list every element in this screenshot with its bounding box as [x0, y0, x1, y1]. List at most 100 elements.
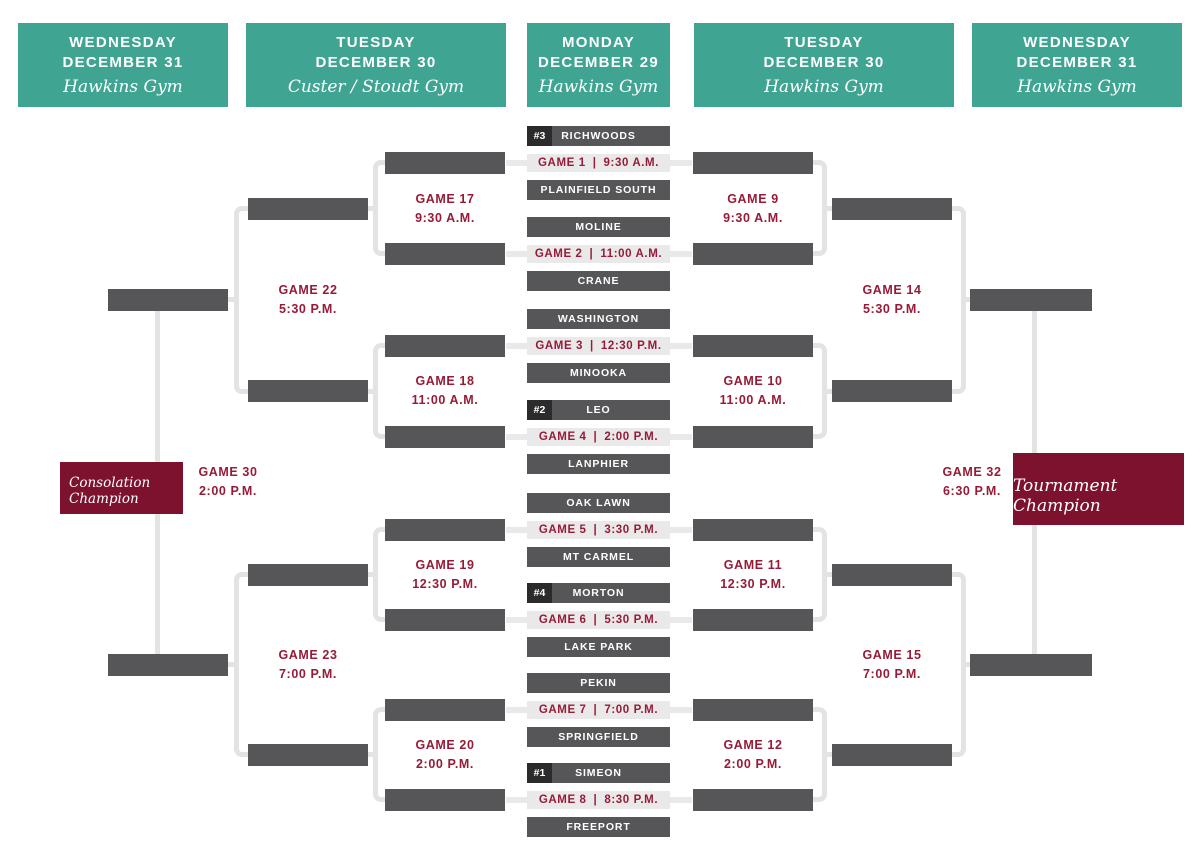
connector-stub: [670, 251, 692, 257]
game-time: 2:00 P.M.: [199, 484, 257, 498]
game-time: 9:30 A.M.: [415, 211, 475, 225]
separator: |: [589, 248, 594, 260]
team-bar: PLAINFIELD SOUTH: [527, 180, 670, 200]
header-card: TUESDAY DECEMBER 30 Hawkins Gym: [694, 23, 954, 107]
round-label: GAME 17 9:30 A.M.: [385, 190, 505, 228]
connector-stub: [364, 389, 374, 394]
game-number: GAME 22: [278, 283, 338, 297]
connector-stub: [506, 343, 527, 349]
winner-slot: [832, 744, 952, 766]
round-label: GAME 23 7:00 P.M.: [248, 646, 368, 684]
game-time: 2:00 P.M.: [604, 431, 659, 443]
round-label: GAME 19 12:30 P.M.: [385, 556, 505, 594]
round-label: GAME 14 5:30 P.M.: [832, 281, 952, 319]
bracket-connector: [373, 707, 387, 802]
header-date: DECEMBER 31: [62, 53, 184, 71]
team-name: OAK LAWN: [566, 497, 631, 509]
game-number: GAME 30: [198, 465, 258, 479]
game-time: 8:30 P.M.: [604, 794, 659, 806]
team-bar: WASHINGTON: [527, 309, 670, 329]
winner-slot: [248, 744, 368, 766]
game-number: GAME 6: [538, 614, 587, 626]
bracket-connector: [373, 527, 387, 622]
game-number: GAME 23: [278, 648, 338, 662]
connector-stub: [670, 617, 692, 623]
round-label: GAME 11 12:30 P.M.: [693, 556, 813, 594]
winner-slot: [693, 789, 813, 811]
team-name: RICHWOODS: [561, 130, 636, 142]
game-strip: GAME 2 | 11:00 A.M.: [527, 245, 670, 263]
bracket-connector: [373, 343, 387, 439]
winner-slot: [385, 335, 505, 357]
header-gym: Hawkins Gym: [1017, 76, 1137, 97]
game-time: 6:30 P.M.: [943, 484, 1001, 498]
connector-stub: [506, 160, 527, 166]
game-number: GAME 14: [862, 283, 922, 297]
game-number: GAME 7: [538, 704, 587, 716]
team-name: LAKE PARK: [564, 641, 633, 653]
team-bar: MT CARMEL: [527, 547, 670, 567]
header-day: TUESDAY: [336, 33, 416, 51]
winner-slot: [385, 699, 505, 721]
round-label: GAME 12 2:00 P.M.: [693, 736, 813, 774]
team-bar: CRANE: [527, 271, 670, 291]
connector-stub: [670, 160, 692, 166]
team-name: FREEPORT: [566, 821, 631, 833]
connector-stub: [506, 527, 527, 533]
game-time: 11:00 A.M.: [719, 393, 787, 407]
game-time: 9:30 A.M.: [723, 211, 783, 225]
winner-slot: [108, 289, 228, 311]
connector-stub: [364, 752, 374, 757]
game-time: 11:00 A.M.: [411, 393, 479, 407]
header-day: MONDAY: [561, 33, 636, 51]
winner-slot: [385, 152, 505, 174]
team-bar: SPRINGFIELD: [527, 727, 670, 747]
round-label: GAME 22 5:30 P.M.: [248, 281, 368, 319]
game-time: 7:00 P.M.: [863, 667, 921, 681]
game-time: 11:00 A.M.: [600, 248, 663, 260]
separator: |: [593, 704, 598, 716]
winner-slot: [832, 198, 952, 220]
game-number: GAME 10: [723, 374, 783, 388]
separator: |: [593, 431, 598, 443]
game-time: 5:30 P.M.: [604, 614, 659, 626]
game-strip: GAME 6 | 5:30 P.M.: [527, 611, 670, 629]
team-name: MORTON: [572, 587, 625, 599]
connector-stub: [822, 752, 832, 757]
champion-label: Tournament Champion: [1013, 476, 1118, 516]
header-card: TUESDAY DECEMBER 30 Custer / Stoudt Gym: [246, 23, 506, 107]
team-name: SPRINGFIELD: [558, 731, 639, 743]
game-time: 5:30 P.M.: [279, 302, 337, 316]
round-label: GAME 20 2:00 P.M.: [385, 736, 505, 774]
game-time: 12:30 P.M.: [600, 340, 662, 352]
team-bar: #2 LEO: [527, 400, 670, 420]
winner-slot: [832, 380, 952, 402]
connector-stub: [506, 434, 527, 440]
separator: |: [593, 524, 598, 536]
team-bar: LAKE PARK: [527, 637, 670, 657]
header-gym: Hawkins Gym: [538, 76, 659, 97]
seed-badge: #3: [527, 126, 552, 146]
separator: |: [592, 157, 597, 169]
round-label: GAME 15 7:00 P.M.: [832, 646, 952, 684]
team-bar: LANPHIER: [527, 454, 670, 474]
winner-slot: [385, 426, 505, 448]
winner-slot: [248, 380, 368, 402]
seed-badge: #1: [527, 763, 552, 783]
winner-slot: [693, 699, 813, 721]
game-strip: GAME 1 | 9:30 A.M.: [527, 154, 670, 172]
game-number: GAME 2: [534, 248, 583, 260]
winner-slot: [693, 519, 813, 541]
team-bar: MINOOKA: [527, 363, 670, 383]
connector-stub: [961, 297, 970, 302]
team-name: PLAINFIELD SOUTH: [540, 184, 657, 196]
game-time: 7:00 P.M.: [279, 667, 337, 681]
team-name: MT CARMEL: [562, 551, 635, 563]
connector-stub: [670, 707, 692, 713]
winner-slot: [832, 564, 952, 586]
connector-stub: [225, 297, 234, 302]
header-card: MONDAY DECEMBER 29 Hawkins Gym: [527, 23, 670, 107]
winner-slot: [385, 243, 505, 265]
bracket-connector: [373, 160, 387, 256]
connector-stub: [506, 797, 527, 803]
